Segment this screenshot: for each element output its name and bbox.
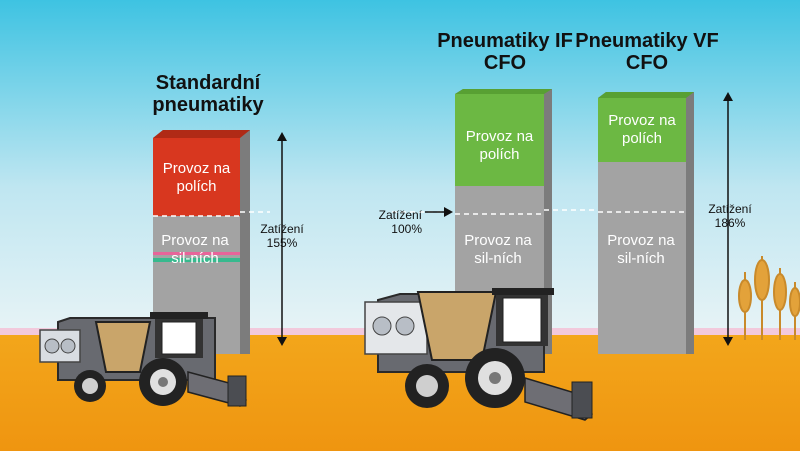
column-if-cfo-road-label: Provoz na sil-ních [464,232,532,267]
column-vf-cfo-field-label: Provoz na polích [608,112,676,147]
column-vf-cfo-title: Pneumatiky VF CFO [575,30,719,74]
column-vf-cfo-field-block [598,98,686,162]
column-if-cfo-title: Pneumatiky IF CFO [437,30,573,74]
column-vf-cfo-road-label: Provoz na sil-ních [607,232,675,267]
column-vf-cfo [598,92,694,354]
accent-stripe-pink [153,252,240,255]
column-vf-cfo-road-block [598,162,686,354]
column-standard-field-block [153,138,240,216]
column-vf-cfo-load-label: Zatížení 186% [708,202,752,230]
column-standard-title: Standardní pneumatiky [152,72,264,116]
combine-harvester-icon [39,312,247,407]
load-arrow-if-cfo [425,207,453,217]
load-arrow-vf-cfo [723,92,733,346]
column-standard-side [153,130,250,354]
column-if-cfo-field-label: Provoz na polích [465,128,534,163]
column-standard-field-label: Provoz na polích [162,160,231,195]
combine-harvester-icon [364,288,593,421]
accent-stripe-teal [153,258,240,262]
column-standard-road-label: Provoz na sil-ních [161,232,229,267]
wheat-icon [738,256,800,340]
column-standard-load-label: Zatížení 155% [260,222,304,250]
column-if-cfo-field-block [455,94,544,186]
column-if-cfo-load-label: Zatížení 100% [378,208,422,236]
load-arrow-standard [277,132,287,346]
